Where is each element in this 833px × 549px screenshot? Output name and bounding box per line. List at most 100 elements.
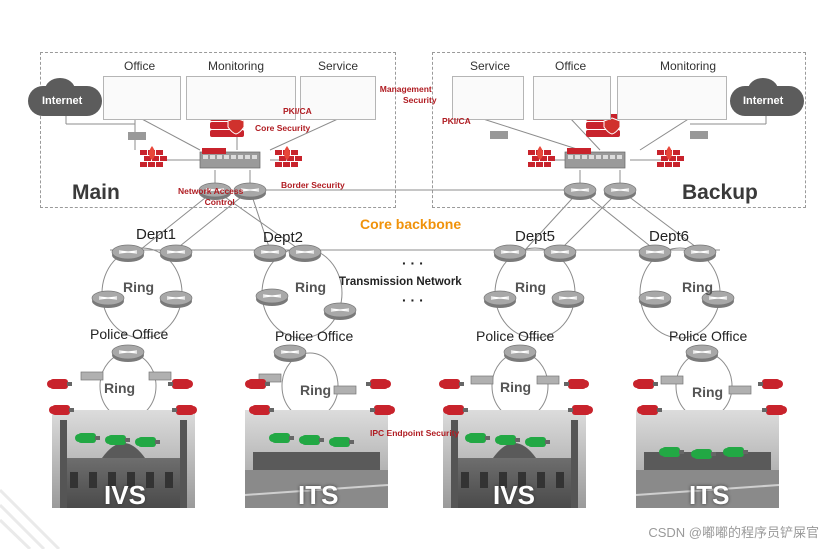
pki-ca-main-label: PKI/CA bbox=[283, 106, 312, 116]
ring-label-3: Ring bbox=[515, 279, 547, 295]
ipc-endpoint-security-label: IPC Endpoint Security bbox=[370, 428, 460, 438]
surveillance-camera-icon bbox=[659, 447, 684, 457]
police-office-3: Police Office bbox=[476, 328, 555, 344]
backup-site-title: Backup bbox=[682, 181, 758, 204]
surveillance-camera-icon bbox=[105, 435, 130, 445]
police-office-4: Police Office bbox=[669, 328, 748, 344]
switch-icon bbox=[690, 131, 708, 139]
internet-cloud-right-puff bbox=[748, 78, 778, 102]
main-site-box bbox=[40, 52, 396, 208]
switch-icon bbox=[470, 375, 494, 385]
photo-label-its-2: ITS bbox=[689, 480, 730, 510]
surveillance-camera-icon bbox=[299, 435, 324, 445]
router-icon bbox=[159, 290, 193, 308]
router-icon bbox=[288, 244, 322, 262]
main-monitoring-room bbox=[186, 76, 296, 120]
surveillance-camera-icon bbox=[366, 379, 391, 389]
backup-room-monitoring-label: Monitoring bbox=[660, 59, 717, 73]
ring-label-6: Ring bbox=[300, 382, 332, 398]
main-room-office-label: Office bbox=[124, 59, 156, 73]
router-icon bbox=[483, 290, 517, 308]
internet-cloud-left-puff bbox=[45, 78, 75, 102]
surveillance-camera-icon bbox=[49, 405, 74, 415]
surveillance-camera-icon bbox=[637, 405, 662, 415]
switch-icon bbox=[128, 132, 146, 140]
surveillance-camera-icon bbox=[370, 405, 395, 415]
backup-room-service-label: Service bbox=[470, 59, 511, 73]
ring-label-2: Ring bbox=[295, 279, 327, 295]
firewall-icon bbox=[275, 146, 302, 167]
dept5-label: Dept5 bbox=[515, 228, 556, 245]
surveillance-camera-icon bbox=[564, 379, 589, 389]
landmark-photo-1 bbox=[52, 410, 195, 508]
router-icon bbox=[683, 244, 717, 262]
surveillance-camera-icon bbox=[249, 405, 274, 415]
police-office-2: Police Office bbox=[275, 328, 354, 344]
backup-room-office-label: Office bbox=[555, 59, 587, 73]
surveillance-camera-icon bbox=[168, 379, 193, 389]
core-switch-icon bbox=[199, 148, 261, 169]
backbone-links bbox=[110, 189, 720, 251]
router-icon bbox=[91, 290, 125, 308]
landmark-photo-4 bbox=[635, 410, 780, 508]
router-icon bbox=[603, 182, 637, 200]
main-office-room bbox=[103, 76, 181, 120]
main-service-room bbox=[300, 76, 376, 120]
landmark-photo-3 bbox=[443, 410, 586, 508]
router-icon bbox=[563, 182, 597, 200]
surveillance-camera-icon bbox=[525, 437, 550, 447]
border-security-label: Border Security bbox=[281, 180, 345, 190]
watermark: CSDN @嘟嘟的程序员铲屎官 bbox=[648, 525, 819, 540]
surveillance-camera-icon bbox=[172, 405, 197, 415]
dept-rings bbox=[99, 247, 733, 420]
surveillance-camera-icon bbox=[495, 435, 520, 445]
router-icon bbox=[638, 244, 672, 262]
surveillance-camera-icon bbox=[465, 433, 490, 443]
router-icon bbox=[503, 344, 537, 362]
backup-service-room bbox=[452, 76, 524, 120]
switch-icon bbox=[660, 375, 684, 385]
switch-icon bbox=[728, 385, 752, 395]
ring-label-7: Ring bbox=[500, 379, 532, 395]
ellipsis-upper: · · · bbox=[402, 255, 424, 271]
router-icon bbox=[111, 344, 145, 362]
surveillance-camera-icon bbox=[329, 437, 354, 447]
pki-ca-backup-label: PKI/CA bbox=[442, 116, 471, 126]
backup-office-room bbox=[533, 76, 611, 120]
main-site-title: Main bbox=[72, 181, 120, 204]
photo-label-ivs-1: IVS bbox=[104, 480, 146, 510]
router-icon bbox=[111, 244, 145, 262]
corner-decoration bbox=[0, 488, 61, 549]
dept6-label: Dept6 bbox=[649, 228, 690, 245]
ring-label-4: Ring bbox=[682, 279, 714, 295]
router-icon bbox=[638, 290, 672, 308]
surveillance-camera-icon bbox=[691, 449, 716, 459]
surveillance-camera-icon bbox=[568, 405, 593, 415]
router-icon bbox=[551, 290, 585, 308]
switch-icon bbox=[536, 375, 560, 385]
router-icon bbox=[493, 244, 527, 262]
switch-icon bbox=[490, 131, 508, 139]
firewall-icon bbox=[657, 146, 684, 167]
dept1-label: Dept1 bbox=[136, 226, 177, 243]
router-icon bbox=[273, 344, 307, 362]
router-icon bbox=[233, 182, 267, 200]
surveillance-camera-icon bbox=[269, 433, 294, 443]
firewall-icon bbox=[140, 146, 167, 167]
transmission-network-label: Transmission Network bbox=[339, 276, 462, 288]
switch-icon bbox=[148, 371, 172, 381]
switch-icon bbox=[80, 371, 104, 381]
core-backbone-label: Core backbone bbox=[360, 216, 462, 232]
surveillance-camera-icon bbox=[75, 433, 100, 443]
surveillance-camera-icon bbox=[723, 447, 748, 457]
dept2-label: Dept2 bbox=[263, 229, 304, 246]
router-icon bbox=[159, 244, 193, 262]
photo-label-ivs-2: IVS bbox=[493, 480, 535, 510]
surveillance-camera-icon bbox=[439, 379, 464, 389]
surveillance-camera-icon bbox=[758, 379, 783, 389]
router-icon bbox=[701, 290, 735, 308]
core-switch-icon bbox=[564, 148, 626, 169]
